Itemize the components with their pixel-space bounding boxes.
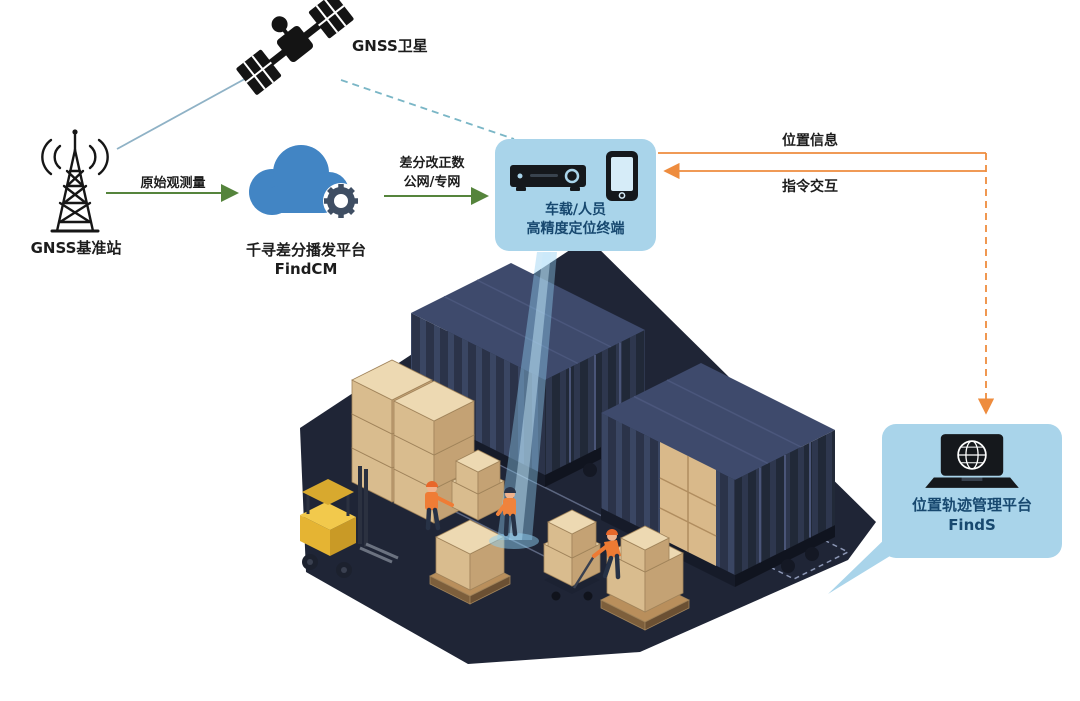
- terminal-node: 车载/人员 高精度定位终端: [495, 139, 656, 251]
- cloud-platform-product: FindCM: [274, 260, 338, 278]
- platform-label-product: FindS: [948, 516, 996, 534]
- cloud-label: 千寻差分播发平台 FindCM: [218, 241, 394, 279]
- terminal-label-line2: 高精度定位终端: [526, 221, 625, 237]
- positioning-beam: [489, 252, 557, 549]
- platform-label-name: 位置轨迹管理平台: [911, 496, 1032, 514]
- satellite-icon: [236, 0, 354, 95]
- forklift: [300, 466, 399, 578]
- dvr-and-phone-icon: [509, 151, 638, 201]
- correction-line2: 公网/专网: [403, 175, 461, 190]
- worker-2: [496, 487, 518, 537]
- link-satellite-to-terminal: [340, 79, 515, 140]
- pallet-box-right: [600, 525, 690, 631]
- correction-line1: 差分改正数: [399, 156, 465, 171]
- terminal-label-line1: 车载/人员: [544, 202, 607, 218]
- container-open-door: [659, 442, 717, 566]
- link-satellite-to-base: [116, 68, 264, 150]
- satellite-label: GNSS卫星: [352, 37, 428, 55]
- platform-node: 位置轨迹管理平台 FindS: [882, 424, 1062, 558]
- raw-observation-label: 原始观测量: [140, 176, 206, 191]
- finds-bubble-tail: [828, 534, 890, 594]
- command-interaction-label: 指令交互: [782, 179, 838, 195]
- box-pallet-stack: [351, 359, 475, 524]
- correction-label: 差分改正数 公网/专网: [386, 154, 478, 192]
- cloud-platform-name: 千寻差分播发平台: [245, 241, 366, 259]
- antenna-tower-icon: [41, 129, 109, 233]
- cloud-gear-icon: [249, 145, 359, 219]
- pallet-jack: [543, 509, 601, 601]
- worker-1: [425, 481, 454, 531]
- pallet-box-center: [429, 519, 511, 605]
- arrow-position-info: [658, 152, 995, 415]
- position-info-label: 位置信息: [782, 133, 838, 149]
- small-box-stack: [451, 449, 505, 521]
- gear-icon: [324, 184, 358, 218]
- globe-icon: [957, 440, 987, 470]
- warehouse-scene: [300, 238, 876, 664]
- worker-3: [592, 529, 621, 580]
- base-station-label: GNSS基准站: [30, 239, 122, 257]
- laptop-globe-icon: [925, 434, 1019, 488]
